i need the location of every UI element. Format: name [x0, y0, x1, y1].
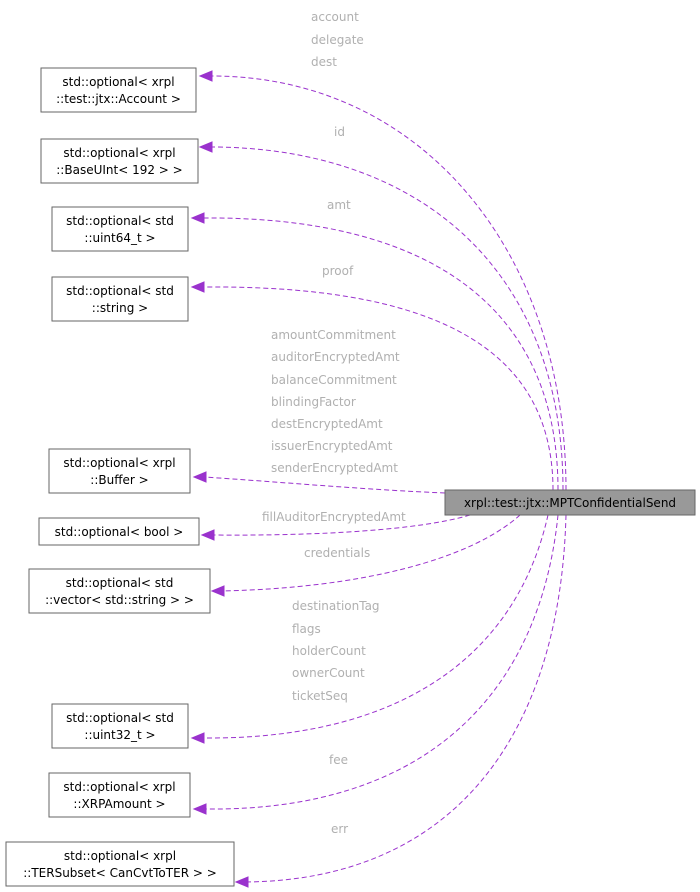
edge-vector-arrowhead	[210, 585, 225, 597]
edge-label: flags	[292, 622, 321, 636]
edge-uint32-arrowhead	[190, 732, 205, 744]
edge-account-arrowhead	[198, 70, 213, 82]
class-node-bool[interactable]: std::optional< bool >	[38, 517, 200, 546]
node-label: std::optional< bool >	[55, 525, 184, 539]
edge-label: err	[331, 822, 348, 836]
edge-string-arrowhead	[190, 281, 205, 293]
node-label: std::optional< std	[66, 576, 174, 590]
edge-label: ticketSeq	[292, 689, 348, 703]
class-node-tersubset[interactable]: std::optional< xrpl ::TERSubset< CanCvtT…	[5, 841, 235, 887]
node-label: std::optional< std	[66, 711, 174, 725]
edge-label: ownerCount	[292, 666, 365, 680]
edge-label: delegate	[311, 33, 364, 47]
class-node-account[interactable]: std::optional< xrpl ::test::jtx::Account…	[40, 67, 197, 113]
main-node-label: xrpl::test::jtx::MPTConfidentialSend	[464, 496, 676, 510]
node-label: std::optional< xrpl	[63, 146, 175, 160]
node-label: std::optional< xrpl	[63, 780, 175, 794]
edge-buffer-arrowhead	[192, 471, 207, 483]
edge-label: amt	[327, 198, 351, 212]
node-label: ::XRPAmount >	[73, 797, 165, 811]
class-node-xrpamount[interactable]: std::optional< xrpl ::XRPAmount >	[48, 772, 191, 818]
edge-label: proof	[322, 264, 354, 278]
edge-uint64	[201, 217, 559, 491]
node-label: std::optional< xrpl	[62, 75, 174, 89]
node-label: std::optional< xrpl	[63, 456, 175, 470]
node-label: ::test::jtx::Account >	[56, 92, 181, 106]
class-node-vector[interactable]: std::optional< std ::vector< std::string…	[28, 568, 211, 614]
node-label: ::vector< std::string > >	[45, 593, 194, 607]
class-node-uint64[interactable]: std::optional< std ::uint64_t >	[51, 206, 189, 252]
node-label: ::uint32_t >	[84, 728, 155, 742]
node-label: std::optional< xrpl	[64, 849, 176, 863]
class-node-main[interactable]: xrpl::test::jtx::MPTConfidentialSend	[444, 489, 696, 516]
edge-vector	[221, 514, 521, 592]
node-label: ::string >	[92, 301, 148, 315]
class-node-string[interactable]: std::optional< std ::string >	[51, 276, 189, 322]
class-node-uint32[interactable]: std::optional< std ::uint32_t >	[51, 703, 189, 749]
edge-uint64-arrowhead	[190, 212, 205, 224]
class-node-buffer[interactable]: std::optional< xrpl ::Buffer >	[48, 448, 191, 494]
edge-label: fee	[329, 753, 348, 767]
edge-label: balanceCommitment	[271, 373, 397, 387]
node-label: ::Buffer >	[90, 473, 148, 487]
edge-label: account	[311, 10, 359, 24]
edge-uint32	[201, 514, 549, 739]
node-label: ::TERSubset< CanCvtToTER > >	[23, 866, 217, 880]
edges	[190, 70, 567, 888]
edge-label: destEncryptedAmt	[271, 417, 383, 431]
edge-string	[201, 286, 554, 491]
edge-baseuint-arrowhead	[198, 141, 213, 153]
edge-label: credentials	[304, 546, 370, 560]
edge-label: dest	[311, 55, 337, 69]
node-label: std::optional< std	[66, 284, 174, 298]
edge-xrpamount	[203, 514, 559, 810]
class-node-baseuint[interactable]: std::optional< xrpl ::BaseUInt< 192 > >	[40, 138, 199, 184]
edge-label: blindingFactor	[271, 395, 356, 409]
edge-label: id	[334, 125, 345, 139]
edge-bool-arrowhead	[200, 529, 215, 541]
node-label: std::optional< std	[66, 214, 174, 228]
edge-label: auditorEncryptedAmt	[271, 350, 400, 364]
edge-tersubset	[245, 514, 567, 883]
edge-baseuint	[209, 146, 564, 491]
edge-label: destinationTag	[292, 599, 380, 613]
edge-buffer	[203, 476, 446, 494]
edge-label: holderCount	[292, 644, 366, 658]
edge-label: issuerEncryptedAmt	[271, 439, 393, 453]
edge-label: fillAuditorEncryptedAmt	[262, 510, 406, 524]
edge-labels: account delegate dest id amt proof amoun…	[262, 10, 406, 836]
edge-label: senderEncryptedAmt	[271, 461, 398, 475]
edge-xrpamount-arrowhead	[192, 803, 207, 815]
edge-tersubset-arrowhead	[234, 876, 249, 888]
node-label: ::uint64_t >	[84, 231, 155, 245]
node-label: ::BaseUInt< 192 > >	[56, 163, 182, 177]
edge-bool	[211, 514, 471, 536]
edge-account	[209, 75, 567, 491]
edge-label: amountCommitment	[271, 328, 396, 342]
